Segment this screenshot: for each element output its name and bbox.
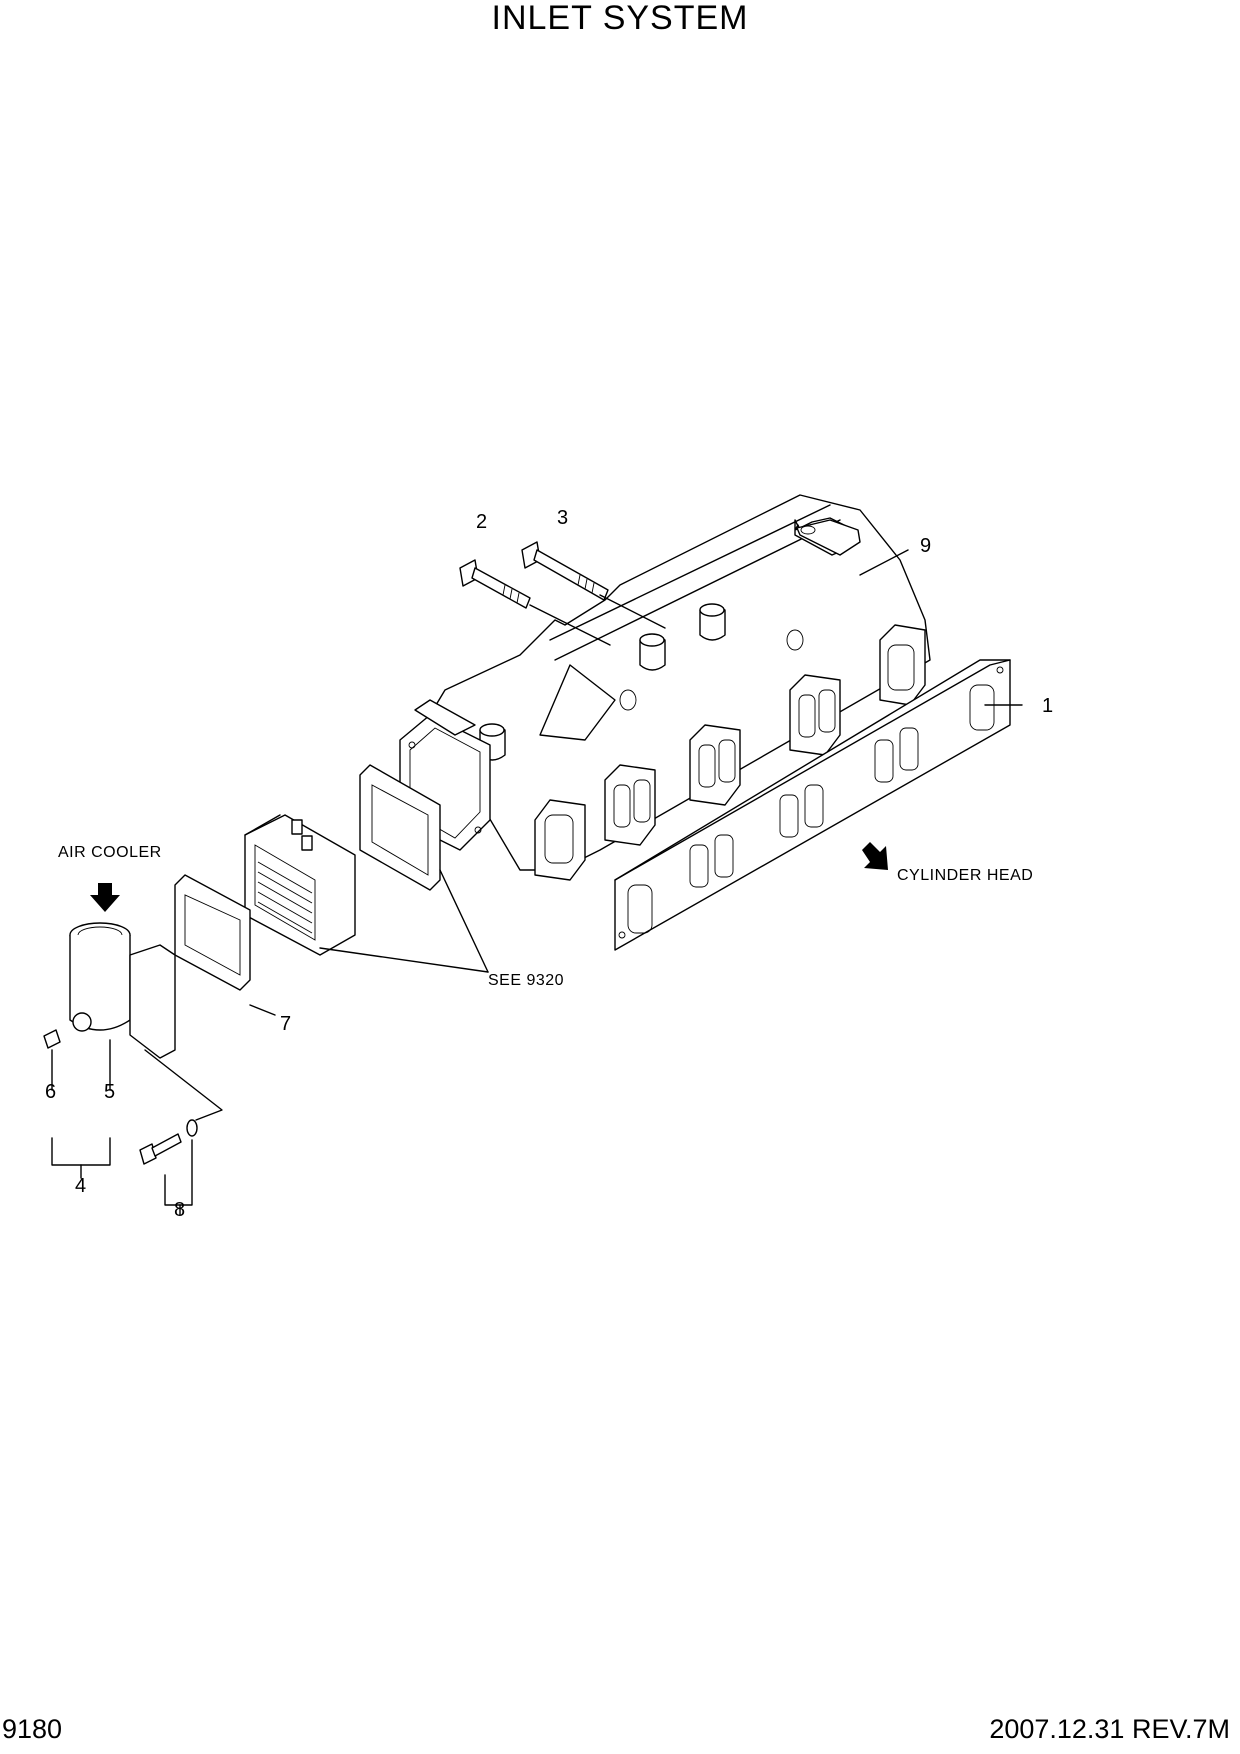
bolt-2[interactable] bbox=[459, 559, 531, 609]
callout-3: 3 bbox=[557, 507, 568, 529]
callout-7: 7 bbox=[280, 1013, 291, 1035]
callout-8: 8 bbox=[174, 1199, 185, 1221]
cylinder-head-arrow-icon bbox=[862, 842, 888, 870]
callout-9: 9 bbox=[920, 535, 931, 557]
callout-2: 2 bbox=[476, 511, 487, 533]
manifold-gasket[interactable] bbox=[614, 659, 1011, 951]
plug-6[interactable] bbox=[43, 1029, 61, 1049]
air-inlet-connector[interactable] bbox=[69, 922, 176, 1059]
heater-element[interactable] bbox=[244, 814, 356, 956]
page-number: 9180 bbox=[2, 1714, 63, 1744]
bolt-3[interactable] bbox=[521, 541, 609, 601]
page-title: INLET SYSTEM bbox=[491, 0, 749, 37]
revision-label: 2007.12.31 REV.7M bbox=[989, 1714, 1230, 1744]
callout-5: 5 bbox=[104, 1081, 115, 1103]
callout-1: 1 bbox=[1042, 695, 1053, 717]
gasket-7[interactable] bbox=[174, 874, 251, 991]
intake-manifold[interactable] bbox=[399, 494, 931, 881]
air-cooler-arrow-icon bbox=[90, 883, 120, 912]
cylinder-head-label: CYLINDER HEAD bbox=[897, 867, 1033, 884]
inlet-gasket[interactable] bbox=[359, 764, 441, 891]
callout-6: 6 bbox=[45, 1081, 56, 1103]
callout-4: 4 bbox=[75, 1175, 86, 1197]
bolt-8[interactable] bbox=[139, 1119, 198, 1165]
air-cooler-label: AIR COOLER bbox=[58, 844, 162, 861]
leader-lines bbox=[51, 549, 1023, 1216]
see-reference-label: SEE 9320 bbox=[488, 972, 564, 989]
